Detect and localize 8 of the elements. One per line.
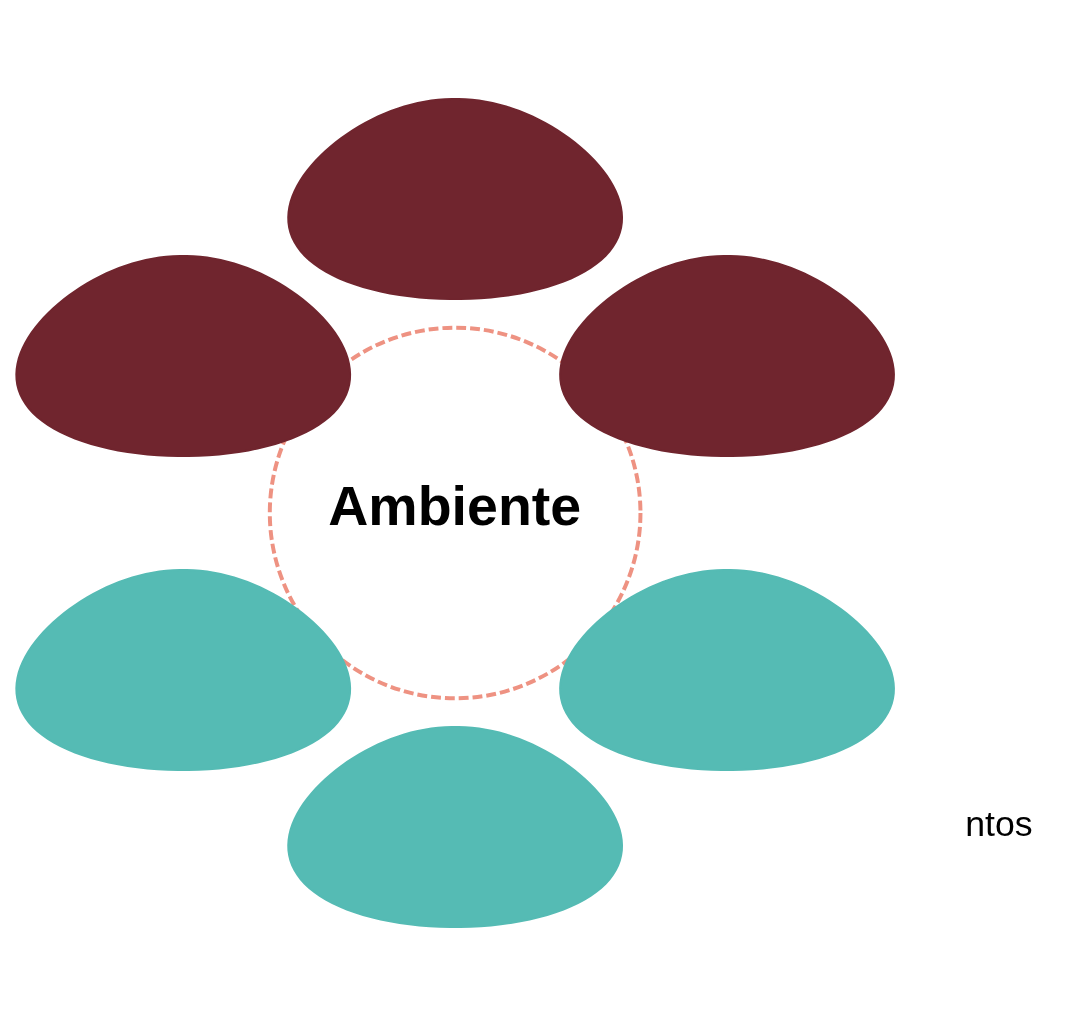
node-leaf [287,97,624,301]
node-leaf [559,568,895,772]
node-leaf [559,254,895,458]
node-circle: Ambiente [267,325,643,701]
node-leaf [287,725,624,929]
node-leaf [15,254,352,458]
node-leaf [15,568,352,772]
label: ntos [965,803,1033,844]
